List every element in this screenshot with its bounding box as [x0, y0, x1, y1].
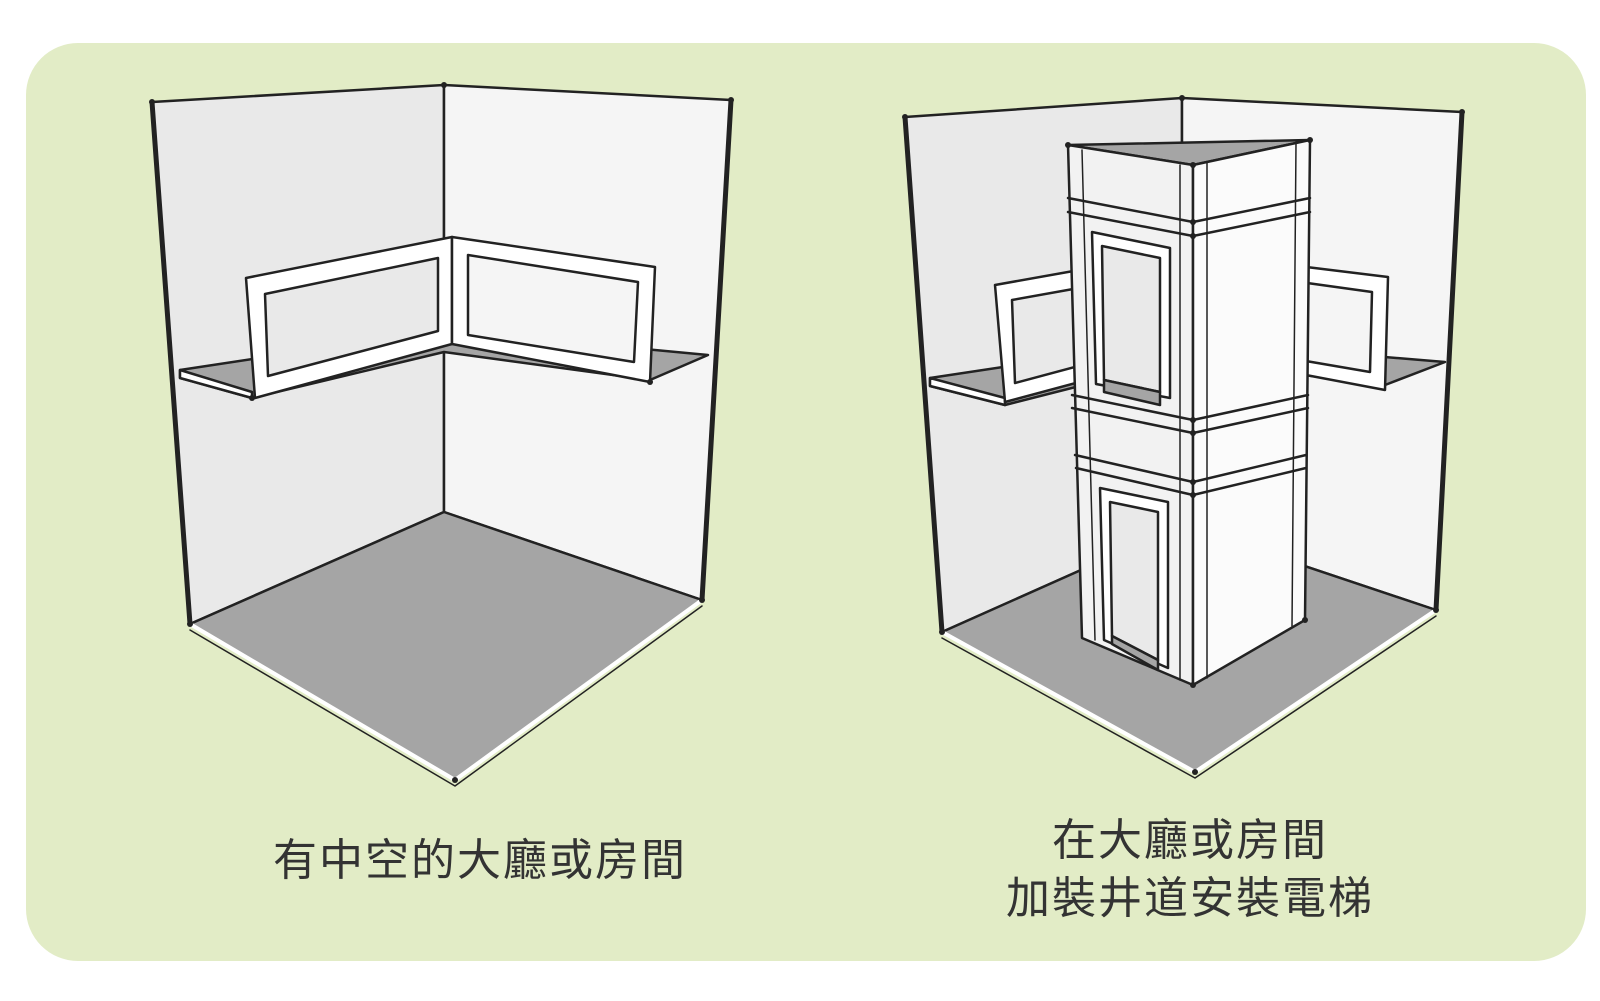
caption-line-1: 在大廳或房間 [1052, 815, 1328, 866]
vertex-dots [149, 82, 1465, 783]
wall-edge-thick-right [699, 97, 734, 603]
wall-edge-thick-left [149, 99, 193, 627]
caption-empty-hall: 有中空的大廳或房間 [273, 835, 687, 886]
caption-line-2: 加裝井道安裝電梯 [1006, 873, 1374, 924]
empty-hall-room [149, 83, 734, 787]
hall-with-elevator-room [902, 96, 1465, 779]
elevator-shaft [1066, 138, 1312, 687]
caption-elevator-installation: 在大廳或房間 加裝井道安裝電梯 [870, 812, 1510, 928]
